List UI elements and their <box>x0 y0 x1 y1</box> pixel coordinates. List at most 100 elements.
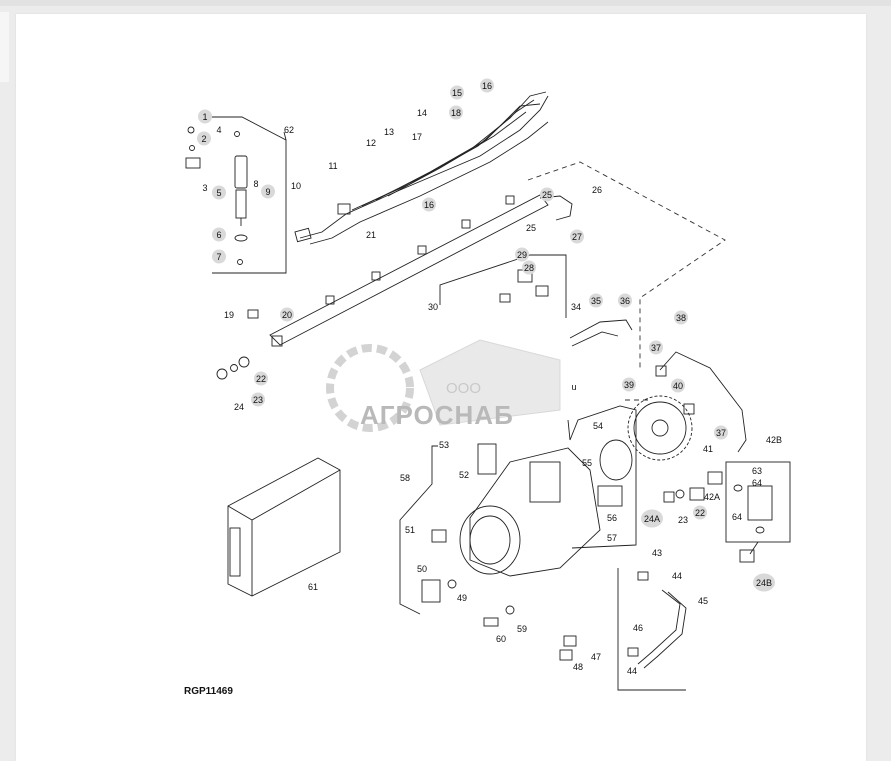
callout-highlight <box>622 377 636 392</box>
callout-52: 52 <box>459 470 469 480</box>
callout-highlight <box>212 185 226 200</box>
callout-25: 25 <box>542 190 552 200</box>
callout-highlight <box>753 573 775 592</box>
fitting-52 <box>477 443 497 475</box>
callout-highlight <box>641 509 663 528</box>
callout-highlight <box>254 371 268 386</box>
callout-41: 41 <box>703 444 713 454</box>
callout-20: 20 <box>282 310 292 320</box>
rail-port-4 <box>461 219 471 229</box>
washer-2 <box>189 145 195 151</box>
drawing-reference: RGP11469 <box>184 686 233 697</box>
return-manifold-box <box>439 254 567 318</box>
seal-7 <box>237 259 243 265</box>
fitting-20 <box>271 335 283 347</box>
callout-62: 62 <box>284 125 294 135</box>
callout-40: 40 <box>673 381 683 391</box>
callout-highlight <box>671 378 685 393</box>
watermark-prefix: ООО <box>446 380 481 397</box>
gear-39 <box>627 395 693 461</box>
callout-highlight <box>450 85 464 100</box>
callout-24b: 24B <box>756 578 772 588</box>
callout-37: 37 <box>716 428 726 438</box>
callout-51: 51 <box>405 525 415 535</box>
injector-body <box>234 155 248 189</box>
seal-64a <box>733 484 743 492</box>
callout-11: 11 <box>328 161 337 171</box>
callout-30: 30 <box>428 302 438 312</box>
fitting-46 <box>627 647 639 657</box>
fitting-37 <box>655 365 667 377</box>
callout-1: 1 <box>202 112 207 122</box>
callout-highlight <box>251 392 265 407</box>
callout-6: 6 <box>216 230 221 240</box>
callout-64: 64 <box>752 478 762 488</box>
callout-50: 50 <box>417 564 427 574</box>
callout-42b: 42B <box>766 435 782 445</box>
callout-57: 57 <box>607 533 617 543</box>
callout-14: 14 <box>417 108 427 118</box>
callout-49: 49 <box>457 593 467 603</box>
callout-43: 43 <box>652 548 662 558</box>
callout-24a: 24A <box>644 514 660 524</box>
callout-39: 39 <box>624 380 634 390</box>
watermark-company: АГРОСНАБ <box>360 400 514 430</box>
line-35 <box>571 331 619 347</box>
callout-12: 12 <box>366 138 376 148</box>
callout-46: 46 <box>633 623 643 633</box>
callout-highlight <box>674 310 688 325</box>
callout-16: 16 <box>482 81 492 91</box>
injection-pump <box>459 443 601 577</box>
callout-38: 38 <box>676 313 686 323</box>
callout-44: 44 <box>627 666 637 676</box>
part-56 <box>597 485 623 507</box>
callout-64: 64 <box>732 512 742 522</box>
callout-4: 4 <box>216 125 221 135</box>
line-45-b <box>643 591 687 669</box>
callout-13: 13 <box>384 127 394 137</box>
callout-highlight <box>649 340 663 355</box>
part-30 <box>499 293 511 303</box>
cap-4 <box>234 131 240 137</box>
callout-48: 48 <box>573 662 583 672</box>
callout-45: 45 <box>698 596 708 606</box>
clamp <box>185 157 201 169</box>
callout-44: 44 <box>672 571 682 581</box>
callout-highlight <box>422 197 436 212</box>
bolt-40 <box>683 403 695 415</box>
callout-24: 24 <box>234 402 244 412</box>
fitting-11 <box>337 203 351 215</box>
callout-17: 17 <box>412 132 422 142</box>
callout-27: 27 <box>572 232 582 242</box>
callout-60: 60 <box>496 634 506 644</box>
dashed-leader-main <box>527 161 726 370</box>
part-63 <box>747 485 773 521</box>
fitting-47 <box>563 635 577 647</box>
injector-nozzle <box>235 189 247 219</box>
leader-62 <box>283 131 287 141</box>
watermark: ООО АГРОСНАБ <box>326 339 561 432</box>
fitting-43 <box>637 571 649 581</box>
callout-54: 54 <box>593 421 603 431</box>
left-panel-edge <box>0 12 9 82</box>
callout-23: 23 <box>253 395 263 405</box>
callout-22: 22 <box>256 374 266 384</box>
callout-highlight <box>280 307 294 322</box>
callout-highlight <box>540 187 554 202</box>
part-51 <box>431 529 447 543</box>
top-bar <box>0 0 891 6</box>
line-45 <box>637 589 681 665</box>
line-13 <box>361 99 535 207</box>
callout-5: 5 <box>216 188 221 198</box>
callout-28: 28 <box>524 263 534 273</box>
callout-63: 63 <box>752 466 762 476</box>
ecu-module-61 <box>227 457 341 597</box>
callout-highlight <box>212 249 226 264</box>
line-12 <box>351 91 547 211</box>
washer-23b <box>675 489 685 499</box>
callout-3: 3 <box>202 183 207 193</box>
callout-25: 25 <box>526 223 536 233</box>
line-38 <box>659 351 747 453</box>
rail-port-5 <box>505 195 515 205</box>
callout-55: 55 <box>582 458 592 468</box>
